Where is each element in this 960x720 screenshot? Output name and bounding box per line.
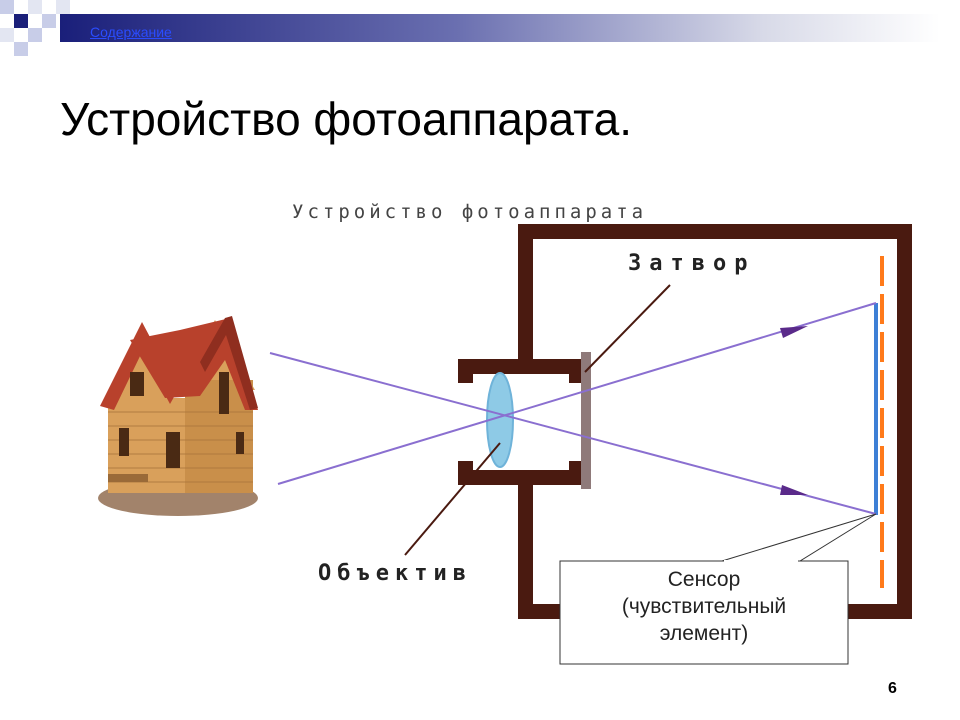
sensor-callout-label: Сенсор (чувствительный элемент) [621, 568, 787, 645]
label-pointers [404, 284, 671, 556]
header-gradient-bar [60, 14, 940, 42]
shutter [581, 352, 591, 489]
sensor-callout [559, 513, 877, 665]
ray-arrow-icon [780, 326, 808, 495]
slide-number: 6 [888, 680, 897, 697]
diagram-caption: Устройство фотоаппарата [292, 201, 647, 223]
camera-body [518, 224, 912, 619]
page-title: Устройство фотоаппарата. [60, 93, 633, 145]
lens-barrel [458, 359, 584, 485]
lens-label: Объектив [318, 561, 472, 586]
light-rays [269, 302, 877, 515]
corner-decoration-icon [0, 0, 70, 56]
sensor-element [874, 303, 878, 515]
shutter-label: Затвор [628, 251, 755, 276]
contents-link[interactable]: Содержание [90, 24, 172, 40]
house-icon [98, 316, 258, 516]
